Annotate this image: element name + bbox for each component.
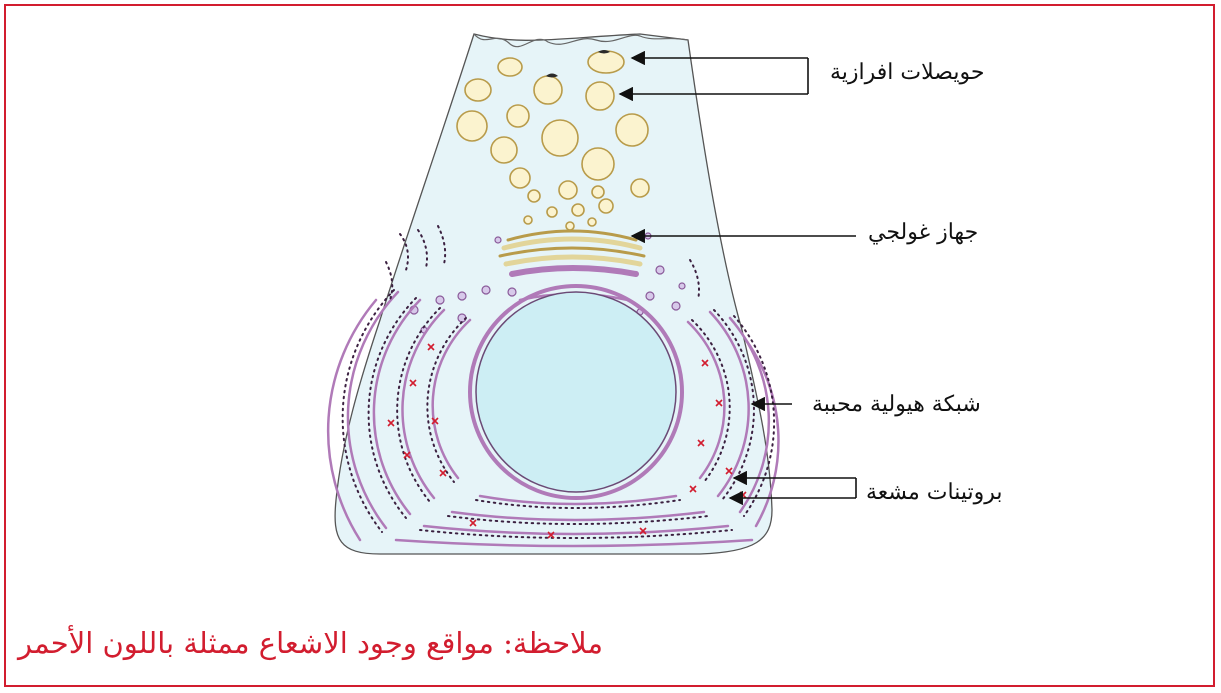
label-golgi-apparatus: جهاز غولجي (868, 220, 978, 245)
vesicle (572, 204, 584, 216)
vesicle (631, 179, 649, 197)
vesicle (524, 216, 532, 224)
label-rough-er: شبكة هيولية محببة (812, 392, 981, 417)
vesicle (592, 186, 604, 198)
label-secretory-vesicles: حويصلات افرازية (830, 60, 984, 85)
nucleus (476, 292, 676, 492)
vesicle (465, 79, 491, 101)
vesicle (586, 82, 614, 110)
vesicle (582, 148, 614, 180)
vesicle (599, 199, 613, 213)
vesicle (542, 120, 578, 156)
vesicle (559, 181, 577, 199)
vesicle (534, 76, 562, 104)
vesicle (498, 58, 522, 76)
label-labeled-proteins: بروتينات مشعة (866, 480, 1003, 505)
vesicle (588, 51, 624, 73)
vesicle (616, 114, 648, 146)
vesicle (588, 218, 596, 226)
vesicle (547, 207, 557, 217)
vesicle (528, 190, 540, 202)
vesicle (566, 222, 574, 230)
radioactivity-note: ملاحظة: مواقع وجود الاشعاع ممثلة باللون … (18, 626, 603, 660)
vesicle (457, 111, 487, 141)
vesicle (507, 105, 529, 127)
vesicle (510, 168, 530, 188)
vesicle (491, 137, 517, 163)
